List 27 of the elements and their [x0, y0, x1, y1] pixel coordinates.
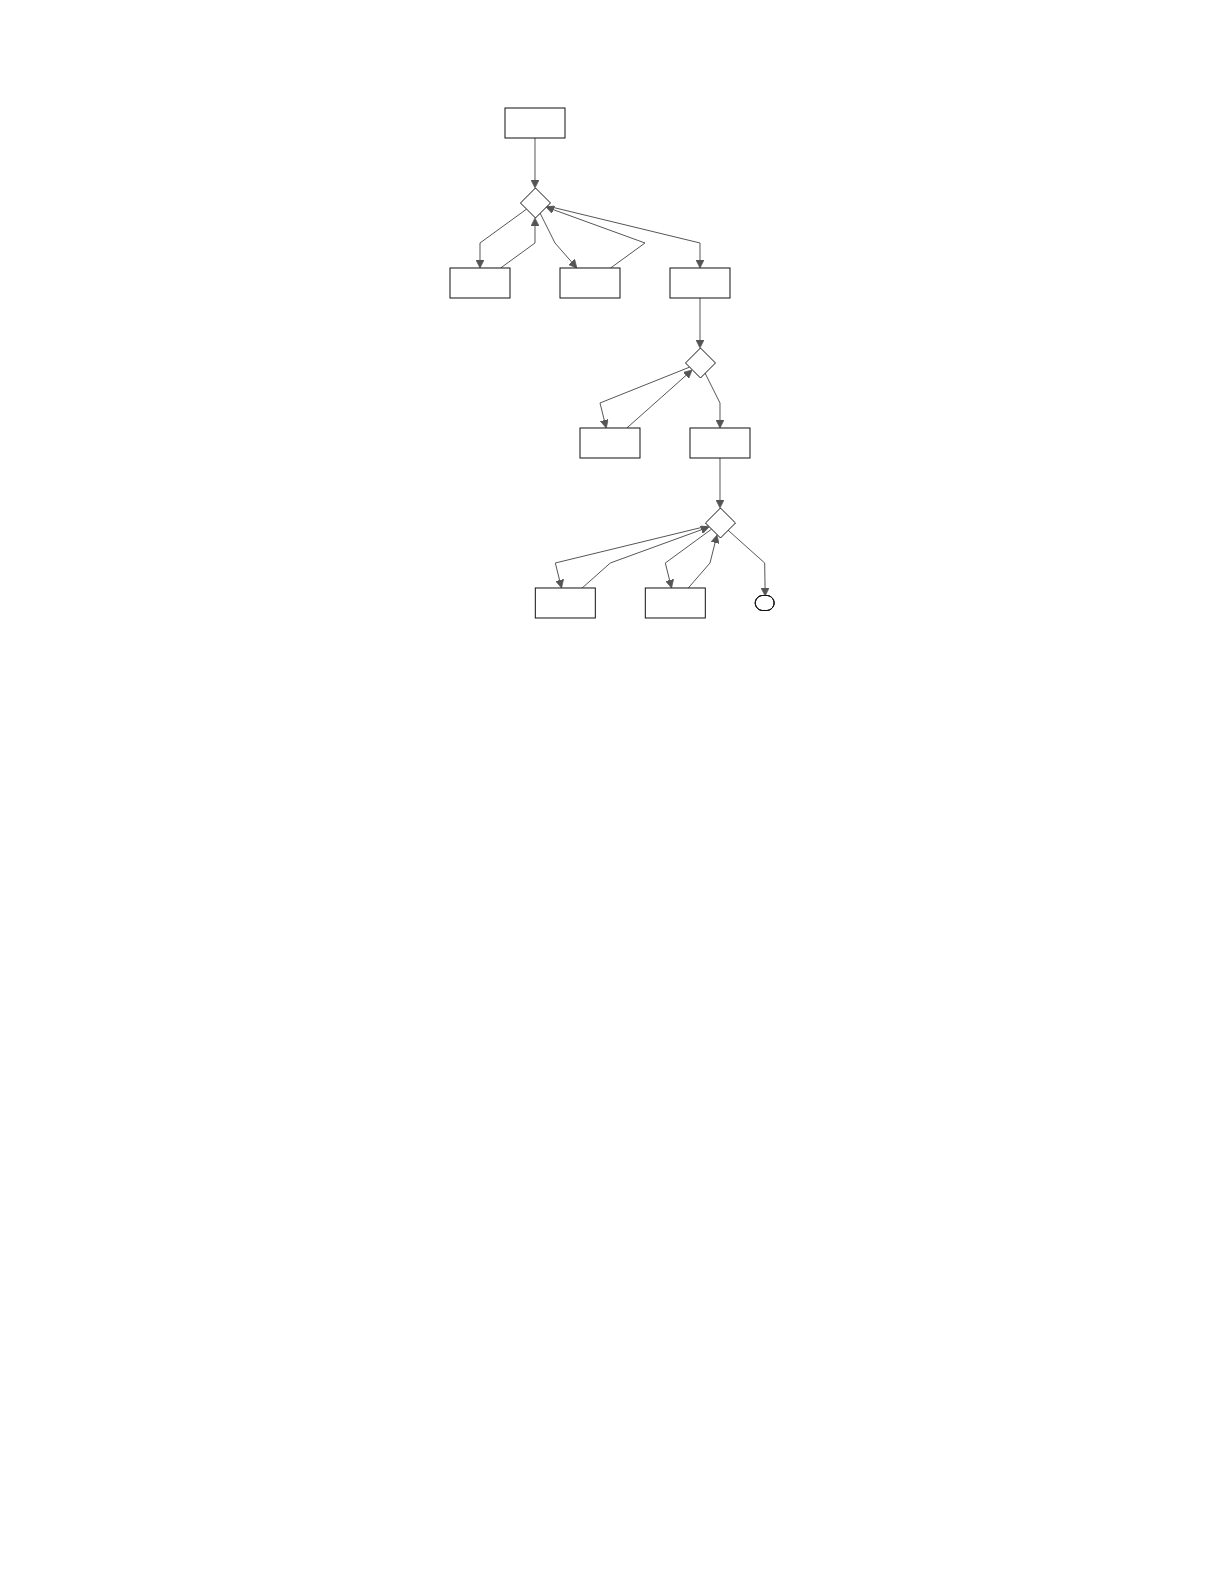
node-diamond — [519, 187, 551, 219]
node-box — [579, 427, 641, 459]
arrow — [704, 372, 725, 429]
arrow — [554, 525, 709, 589]
arrow — [599, 366, 690, 429]
arrow — [500, 217, 540, 269]
node-box — [644, 587, 706, 619]
arrow — [475, 208, 527, 269]
node-box — [689, 427, 751, 459]
node-box — [534, 587, 596, 619]
node-box — [504, 107, 566, 139]
arrow — [546, 205, 705, 269]
node-box — [559, 267, 621, 299]
arrow — [530, 137, 540, 189]
arrow — [539, 212, 578, 269]
arrow — [715, 457, 725, 509]
node-box — [669, 267, 731, 299]
arrow — [664, 528, 712, 589]
arrow — [695, 297, 705, 349]
arrow — [545, 205, 646, 269]
node-box — [449, 267, 511, 299]
arrow — [581, 525, 710, 589]
arrow — [687, 534, 720, 589]
arrow — [727, 529, 770, 597]
arrow — [626, 369, 693, 429]
node-diamond — [704, 507, 736, 539]
node-diamond — [684, 347, 716, 379]
